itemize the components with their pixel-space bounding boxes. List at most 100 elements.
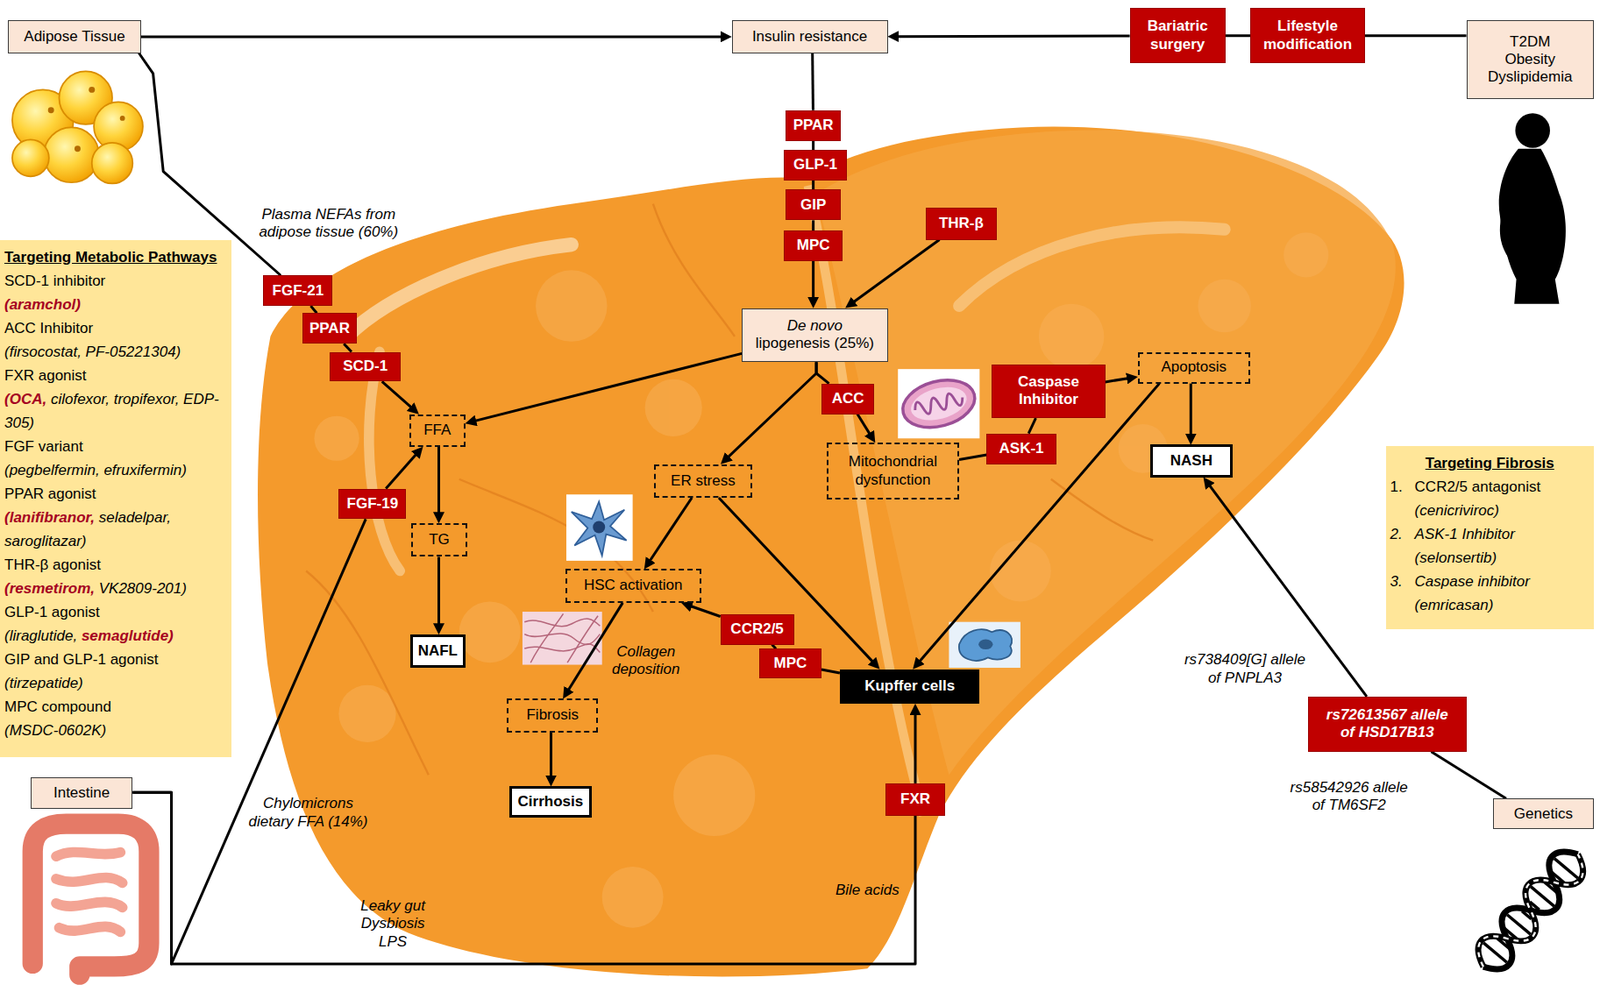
liver-shape [257, 127, 1405, 978]
connector-arrow [848, 240, 939, 306]
target-box: MPC [783, 230, 844, 262]
text-row: (firsocostat, PF-05221304) [4, 340, 228, 364]
node-text: PPAR [309, 320, 350, 338]
panel-text: FXR agonist [4, 367, 87, 384]
adipose-nuclei [48, 86, 126, 152]
connector-arrow [1028, 418, 1036, 434]
node-text: ER stress [670, 472, 736, 491]
node-text: Mitochondrial dysfunction [839, 453, 946, 490]
target-box: THR-β [925, 207, 997, 240]
label-box: T2DM Obesity Dyslipidemia [1466, 20, 1594, 100]
target-box: FGF-19 [338, 489, 406, 520]
text-row: (OCA,cilofexor, tropifexor, EDP-305) [4, 387, 228, 435]
cell-box: Kupffer cells [839, 669, 980, 705]
panel-text: (emricasan) [1415, 593, 1530, 618]
node-text: SCD-1 [342, 357, 388, 376]
node-text: Insulin resistance [752, 28, 868, 46]
panel-text: THR-β agonist [4, 556, 101, 574]
node-text: MPC [774, 654, 808, 673]
text-row: THR-β agonist [4, 553, 228, 577]
panel-text: (lanifibranor, [4, 509, 95, 527]
connector-arrow [132, 792, 916, 965]
node-text: Adipose Tissue [23, 28, 125, 46]
node-text: T2DM Obesity Dyslipidemia [1484, 33, 1576, 87]
panel-text: (cenicriviroc) [1415, 498, 1542, 523]
stellate-cell-icon [566, 494, 633, 562]
connector-arrow [549, 732, 553, 783]
connector-arrow [724, 362, 817, 462]
node-text: ACC [832, 390, 865, 408]
node-text: Intestine [53, 784, 110, 803]
process-box: Mitochondrial dysfunction [826, 442, 960, 500]
connector-arrow [437, 447, 441, 520]
liver-right-lobe [816, 129, 1396, 776]
panel-text: ASK-1 Inhibitor [1415, 522, 1515, 547]
panel-text: (firsocostat, PF-05221304) [4, 343, 181, 361]
panel-text: Caspase inhibitor [1415, 569, 1530, 594]
text-row: GLP-1 agonist [4, 600, 228, 625]
connector-arrow [1189, 384, 1193, 441]
target-box: ACC [821, 384, 875, 415]
list-marker: 3. [1390, 569, 1416, 594]
node-text: FXR [900, 790, 931, 809]
text-row: Targeting Metabolic Pathways [4, 245, 228, 270]
panel-text: VK2809-201) [99, 580, 187, 598]
list-marker: 2. [1390, 522, 1416, 547]
text-row: (pegbelfermin, efruxifermin) [4, 458, 228, 483]
node-text: GLP-1 [793, 156, 838, 174]
node-text: Fibrosis [526, 706, 579, 725]
dna-helix-icon [1469, 842, 1593, 979]
panel-text: (pegbelfermin, efruxifermin) [4, 462, 187, 479]
node-text: FGF-21 [272, 282, 325, 300]
text-row: (resmetirom,VK2809-201) [4, 576, 228, 601]
target-box: GIP [785, 189, 841, 221]
target-box: CCR2/5 [720, 614, 795, 646]
text-row: (liraglutide,semaglutide) [4, 624, 228, 648]
connector-arrow [821, 669, 840, 674]
node-text: NAFL [418, 642, 458, 661]
panel-text: MPC compound [4, 698, 112, 716]
process-box: HSC activation [565, 568, 702, 603]
node-text: Lifestyle modification [1256, 17, 1359, 54]
node-text: Genetics [1514, 805, 1573, 824]
list-item: 3.Caspase inhibitor(emricasan) [1390, 569, 1590, 618]
adipose-cells-icon [12, 71, 143, 184]
node-text: GIP [800, 196, 826, 214]
list-body: CCR2/5 antagonist(cenicriviroc) [1415, 475, 1542, 523]
process-box: TG [411, 523, 468, 557]
target-box: SCD-1 [329, 352, 401, 383]
connector-arrow [857, 414, 874, 440]
panel-text: Targeting Metabolic Pathways [4, 248, 217, 266]
process-box: FFA [409, 414, 466, 448]
outcome-box: NAFL [410, 634, 466, 669]
outcome-box: Cirrhosis [509, 786, 592, 818]
liver-highlight [347, 244, 572, 337]
panel-text: GIP and GLP-1 agonist [4, 651, 158, 669]
target-box: FGF-21 [263, 275, 333, 306]
target-box: PPAR [785, 110, 841, 142]
node-text: HSC activation [583, 576, 683, 595]
label-box: Insulin resistance [732, 20, 889, 53]
annotation-label: Collagen deposition [605, 643, 687, 680]
node-text: ASK-1 [999, 440, 1045, 458]
text-row: SCD-1 inhibitor [4, 269, 228, 293]
process-box: Apoptosis [1137, 352, 1251, 384]
annotation-label: Leaky gut Dysbiosis LPS [351, 897, 435, 952]
node-text: rs72613567 allele of HSD17B13 [1321, 706, 1453, 743]
panel-text: (tirzepatide) [4, 675, 84, 692]
connector-arrow [914, 708, 918, 784]
node-text: MPC [796, 236, 831, 255]
connector-arrow [1430, 752, 1506, 800]
list-marker: 1. [1390, 475, 1416, 499]
connector-arrow [141, 35, 728, 38]
liver-texture [313, 232, 1329, 928]
connector-arrow [685, 604, 721, 618]
info-panel: Targeting Fibrosis1.CCR2/5 antagonist(ce… [1386, 446, 1594, 631]
connector-arrow [816, 362, 829, 384]
node-text: TG [428, 531, 450, 549]
panel-text: ACC Inhibitor [4, 320, 93, 337]
text-row: Targeting Fibrosis [1390, 451, 1590, 476]
